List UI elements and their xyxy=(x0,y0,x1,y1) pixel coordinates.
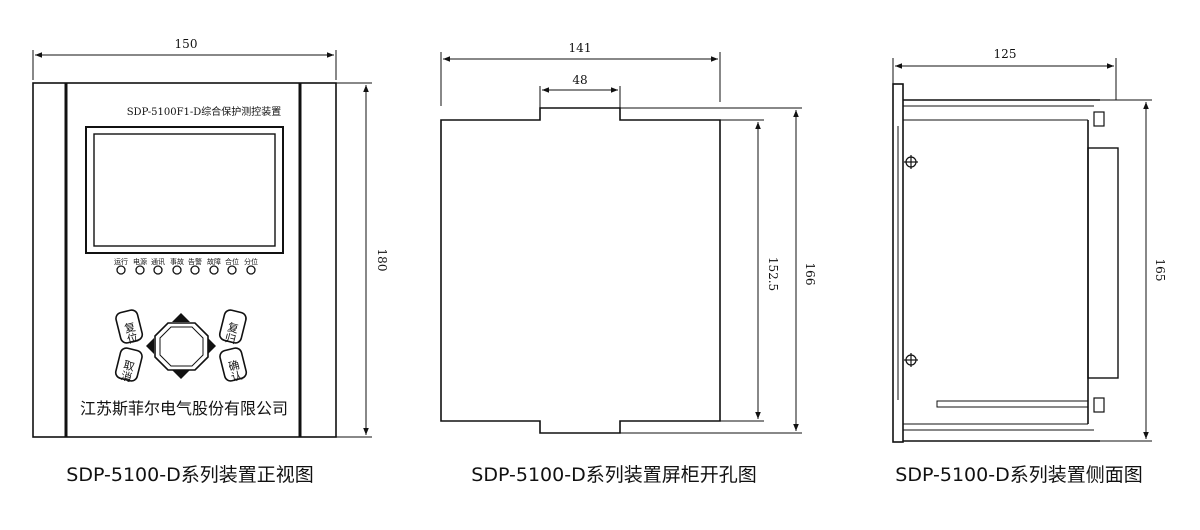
led-indicator xyxy=(190,265,200,275)
rear-clamp xyxy=(1093,111,1105,127)
led-labels: 运行 电源 通讯 事故 告警 故障 合位 分位 xyxy=(114,257,258,266)
led-label: 合位 xyxy=(225,257,239,266)
led-indicator xyxy=(246,265,256,275)
lcd-screen-bezel xyxy=(85,126,284,254)
led-label: 告警 xyxy=(188,257,202,266)
key-confirm[interactable] xyxy=(219,347,248,382)
front-panel xyxy=(892,83,904,443)
arrow-right-icon[interactable] xyxy=(208,338,216,354)
led-label: 故障 xyxy=(207,257,221,266)
key-return-label: 复归 xyxy=(222,319,240,345)
dpad-outline xyxy=(154,322,209,371)
front-view xyxy=(32,50,372,438)
cutout-width-label: 141 xyxy=(569,41,592,55)
side-depth-label: 125 xyxy=(994,47,1017,61)
dpad-center xyxy=(159,326,204,367)
led-label: 电源 xyxy=(133,257,147,266)
key-return[interactable] xyxy=(218,309,247,344)
led-label: 事故 xyxy=(170,257,184,266)
key-confirm-label: 确认 xyxy=(226,358,244,383)
led-label: 分位 xyxy=(244,257,258,266)
company-name: 江苏斯菲尔电气股份有限公司 xyxy=(80,399,288,418)
led-indicator xyxy=(116,265,126,275)
arrow-left-icon[interactable] xyxy=(146,338,154,354)
key-labels: 复位 取消 复归 确认 xyxy=(118,319,244,383)
key-reset[interactable] xyxy=(115,309,144,344)
led-label: 通讯 xyxy=(151,257,165,266)
keypad xyxy=(114,309,248,382)
cutout-view xyxy=(440,52,802,434)
device-housing xyxy=(32,82,337,438)
key-reset-label: 复位 xyxy=(121,319,139,345)
cutout-view-caption: SDP-5100-D系列装置屏柜开孔图 xyxy=(471,464,756,486)
side-view-caption: SDP-5100-D系列装置侧面图 xyxy=(895,464,1142,486)
led-indicator xyxy=(172,265,182,275)
front-view-caption: SDP-5100-D系列装置正视图 xyxy=(66,464,313,486)
device-title: SDP-5100F1-D综合保护测控装置 xyxy=(127,105,282,118)
led-indicator xyxy=(153,265,163,275)
dpad-arrows xyxy=(146,313,216,379)
led-indicator xyxy=(135,265,145,275)
key-cancel[interactable] xyxy=(114,347,143,382)
arrow-down-icon[interactable] xyxy=(172,370,190,379)
mounting-screw xyxy=(904,353,918,367)
mounting-screw xyxy=(904,155,918,169)
side-view xyxy=(892,58,1152,443)
lcd-screen xyxy=(93,133,276,247)
led-row xyxy=(116,265,256,275)
cutout-outline xyxy=(440,107,721,434)
arrow-up-icon[interactable] xyxy=(172,313,190,322)
side-height-label: 165 xyxy=(1153,259,1167,282)
cutout-outer-height-label: 166 xyxy=(803,263,817,286)
cutout-notch-label: 48 xyxy=(572,73,587,87)
rear-clamp xyxy=(1093,397,1105,413)
cutout-inner-height-label: 152.5 xyxy=(766,257,780,291)
front-height-label: 180 xyxy=(375,249,389,272)
rear-terminal-block xyxy=(1087,147,1119,379)
led-indicator xyxy=(209,265,219,275)
led-label: 运行 xyxy=(114,257,128,266)
key-cancel-label: 取消 xyxy=(118,358,136,383)
front-width-label: 150 xyxy=(175,37,198,51)
led-indicator xyxy=(227,265,237,275)
bottom-plate xyxy=(936,400,1089,408)
